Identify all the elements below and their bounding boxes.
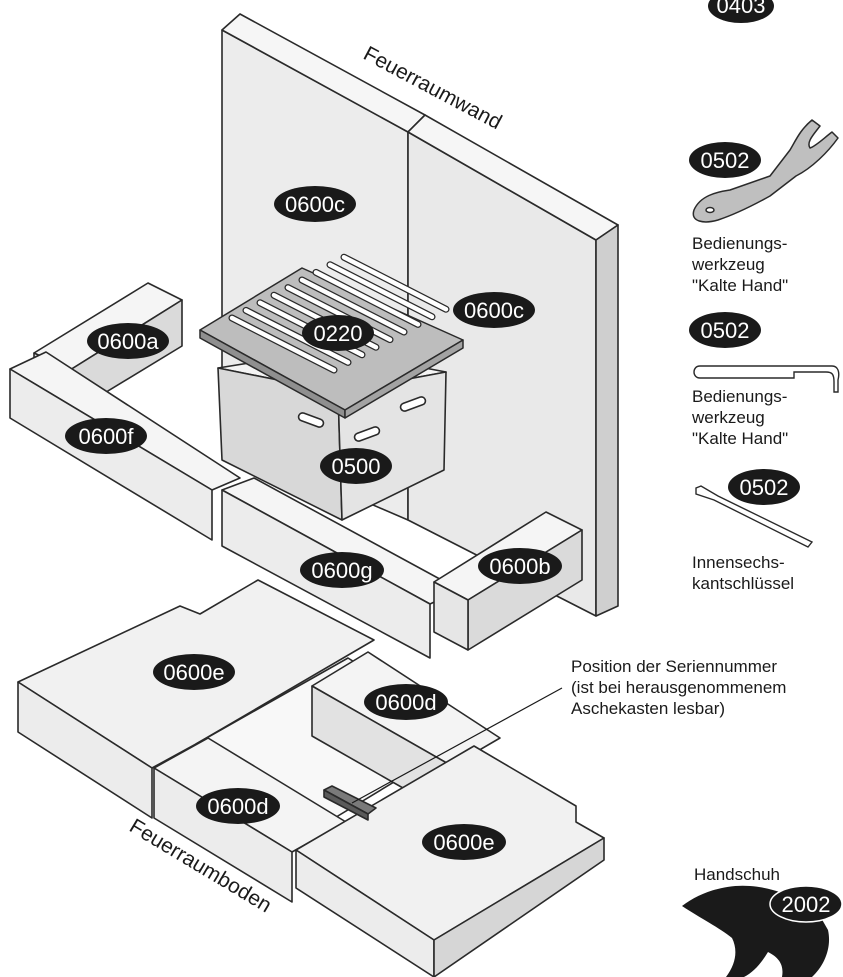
badge-0500: 0500 [320,448,392,484]
badge-0600c-left: 0600c [274,186,356,222]
svg-text:0600d: 0600d [207,794,268,819]
badge-0600e-left: 0600e [153,654,235,690]
badge-0600f: 0600f [65,418,147,454]
badge-0502-b: 0502 [689,312,761,348]
badge-0600d-lower: 0600d [196,788,280,824]
grate-slot-inner [327,262,435,320]
svg-text:0500: 0500 [332,454,381,479]
svg-text:2002: 2002 [782,892,831,917]
cold-hand-flat-icon [692,119,839,223]
tool1-caption: Bedienungs- werkzeug "Kalte Hand" [691,234,792,295]
svg-text:0502: 0502 [740,475,789,500]
svg-text:0600f: 0600f [78,424,134,449]
badge-0600b: 0600b [478,548,562,584]
badge-0502-a: 0502 [689,142,761,178]
grate-slot-inner [341,254,449,312]
grate-slot-inner [229,315,337,373]
svg-text:0600a: 0600a [97,329,159,354]
svg-text:0600c: 0600c [464,298,524,323]
badge-0220: 0220 [302,315,374,351]
badge-2002: 2002 [769,885,843,923]
badge-0403: 0403 [708,0,774,23]
tool2-caption: Bedienungs- werkzeug "Kalte Hand" [691,387,792,448]
tool3-caption: Innensechs- kantschlüssel [692,553,794,593]
svg-text:0502: 0502 [701,318,750,343]
badge-0600d-upper: 0600d [364,684,448,720]
serial-leader-line [351,687,563,804]
tool-cold-hand-flat [692,119,839,223]
svg-text:0502: 0502 [701,148,750,173]
svg-text:0220: 0220 [314,321,363,346]
grate-slot-inner [299,277,407,335]
badge-0502-c: 0502 [728,469,800,505]
cold-hand-hook-icon [693,365,840,393]
svg-text:0600d: 0600d [375,690,436,715]
badge-0600e-right: 0600e [422,824,506,860]
badge-0600a: 0600a [87,323,169,359]
firebox-floor [17,579,605,977]
grate-slot-inner [243,308,351,365]
svg-text:0600e: 0600e [163,660,224,685]
svg-text:0600g: 0600g [311,558,372,583]
badge-0600c-right: 0600c [453,292,535,328]
svg-text:0403: 0403 [717,0,766,18]
badge-0600g: 0600g [300,552,384,588]
hex-key-icon [695,485,814,548]
svg-text:0600e: 0600e [433,830,494,855]
svg-text:0600c: 0600c [285,192,345,217]
svg-text:0600b: 0600b [489,554,550,579]
glove-caption: Handschuh [694,865,780,884]
serial-note: Position der Seriennummer (ist bei herau… [571,657,791,718]
grate-slot-inner [313,270,421,327]
